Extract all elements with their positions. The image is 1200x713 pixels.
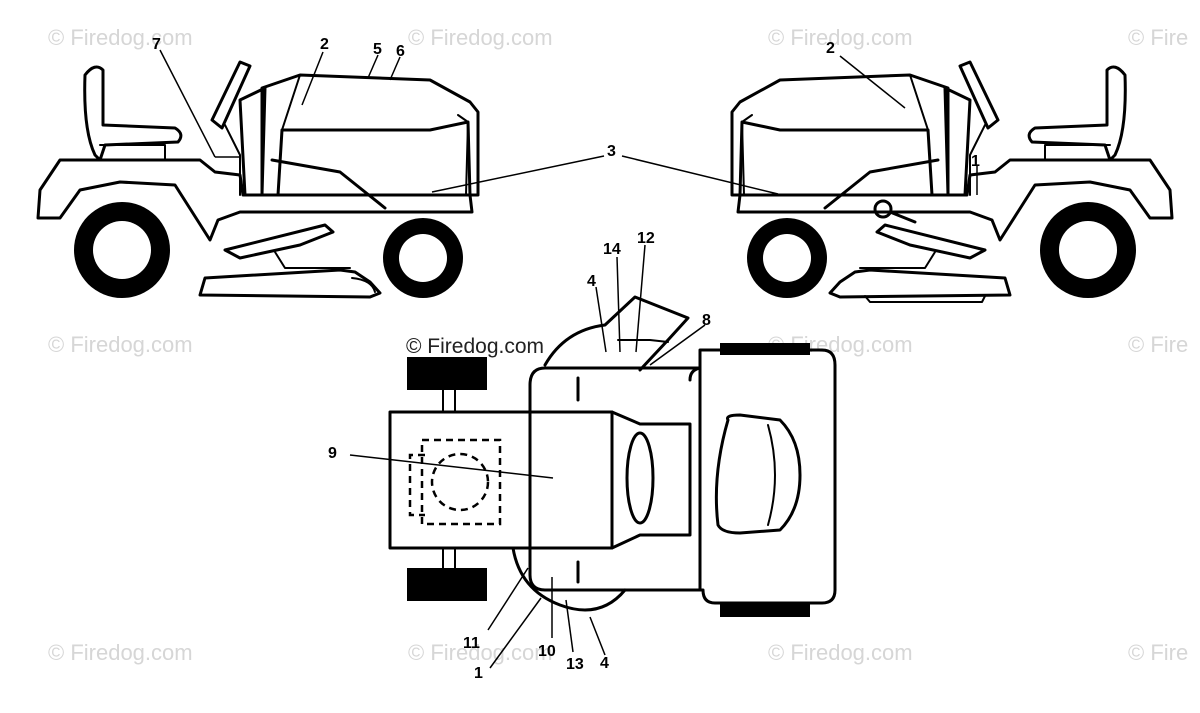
callout-4-bottom: 4	[600, 655, 609, 672]
seat-base	[99, 144, 166, 161]
leader-4-bottom	[589, 616, 606, 656]
watermark-partial: © Fire	[1128, 640, 1188, 665]
watermark-center: © Firedog.com	[406, 335, 544, 358]
front-wheel-hub	[399, 234, 447, 282]
steering-wheel	[958, 60, 1000, 130]
mower-deck	[198, 268, 382, 299]
leader-3-left	[431, 155, 605, 193]
fuel-cap-dashed	[430, 452, 490, 512]
seat-base	[1044, 144, 1111, 161]
callout-10: 10	[538, 643, 556, 660]
callout-1-top: 1	[474, 665, 483, 682]
callout-12: 12	[637, 230, 655, 247]
steering-column	[969, 124, 986, 196]
grille-edge	[457, 114, 469, 196]
grille-edge	[741, 114, 753, 196]
leader-5	[367, 54, 379, 79]
seat	[83, 65, 183, 162]
front-wheel-hub	[763, 234, 811, 282]
watermark: © Firedog.com	[408, 640, 553, 665]
callout-6: 6	[396, 43, 405, 60]
deck-support	[274, 251, 351, 269]
leader-lines	[159, 49, 978, 669]
leader-2-right	[839, 55, 906, 109]
leader-13	[565, 599, 574, 653]
watermark: © Firedog.com	[768, 640, 913, 665]
watermark: © Firedog.com	[768, 25, 913, 50]
rear-fender	[36, 158, 474, 242]
hood	[730, 73, 950, 197]
callout-11: 11	[463, 635, 480, 652]
callout-14: 14	[603, 241, 621, 258]
discharge-guard	[543, 295, 690, 372]
callout-9: 9	[328, 445, 337, 462]
steering-wheel	[210, 60, 252, 130]
mower-deck	[828, 268, 1012, 299]
rear-left-tire	[407, 357, 487, 390]
leader-2-left	[301, 51, 324, 106]
hood	[260, 73, 480, 197]
callout-2-left: 2	[320, 36, 329, 53]
watermark-partial: © Fire	[1128, 25, 1188, 50]
watermark-layer: © Firedog.com © Firedog.com © Firedog.co…	[48, 25, 1188, 665]
leader-3-right	[621, 155, 779, 195]
leader-4-top	[595, 286, 607, 353]
rear-wheel-hub	[93, 221, 151, 279]
rear-body	[388, 410, 614, 550]
leader-1-top	[489, 597, 542, 669]
callout-1-right: 1	[971, 153, 980, 170]
watermark: © Firedog.com	[48, 25, 193, 50]
hood-top-edge	[281, 74, 301, 131]
dash-area	[610, 410, 692, 550]
callout-4-top: 4	[587, 273, 596, 290]
tractor-top-view	[388, 295, 837, 617]
tractor-right-side-view	[730, 60, 1174, 303]
deck-bottom-arc	[511, 546, 627, 612]
front-right-tire	[720, 603, 810, 617]
mower-deck-top	[528, 366, 702, 592]
foot-rest	[223, 223, 335, 260]
callout-3: 3	[607, 143, 616, 160]
grille-inner	[767, 424, 776, 526]
foot-rest	[875, 223, 987, 260]
leader-6	[389, 56, 401, 81]
leader-12	[635, 244, 646, 353]
callout-7: 7	[152, 36, 161, 53]
watermark: © Firedog.com	[48, 332, 193, 357]
leader-8	[649, 324, 706, 366]
callout-5: 5	[373, 41, 382, 58]
side-panel	[270, 158, 387, 210]
callout-2-right: 2	[826, 40, 835, 57]
rear-axle	[442, 389, 456, 569]
watermark: © Firedog.com	[48, 640, 193, 665]
leader-7	[159, 49, 216, 158]
height-adjust-lever	[873, 199, 917, 224]
discharge-guard-inner	[617, 339, 669, 343]
tractor-left-side-view	[36, 60, 480, 299]
hood-top-edge	[909, 74, 929, 131]
deck-lower-plate	[864, 295, 986, 303]
rear-right-tire	[407, 568, 487, 601]
steering-wheel-top	[625, 431, 655, 525]
rear-fender	[736, 158, 1174, 242]
fuel-tank-dashed	[420, 438, 502, 526]
deck-chute	[351, 277, 376, 293]
watermark-partial: © Fire	[1128, 332, 1188, 357]
grille-top	[714, 413, 802, 535]
callout-13: 13	[566, 656, 584, 673]
watermark: © Firedog.com	[408, 25, 553, 50]
front-body	[688, 348, 837, 605]
leader-11	[487, 567, 529, 631]
callout-labels: 7 2 5 6 3 2 1 14 12 4 8 9 11 1 10 13 4	[152, 36, 980, 682]
rear-wheel-hub	[1059, 221, 1117, 279]
deck-support	[859, 251, 936, 269]
seat	[1027, 65, 1127, 162]
callout-8: 8	[702, 312, 711, 329]
leader-9	[349, 454, 554, 479]
steering-column	[224, 124, 241, 196]
side-panel	[823, 158, 940, 210]
leader-14	[616, 256, 621, 353]
